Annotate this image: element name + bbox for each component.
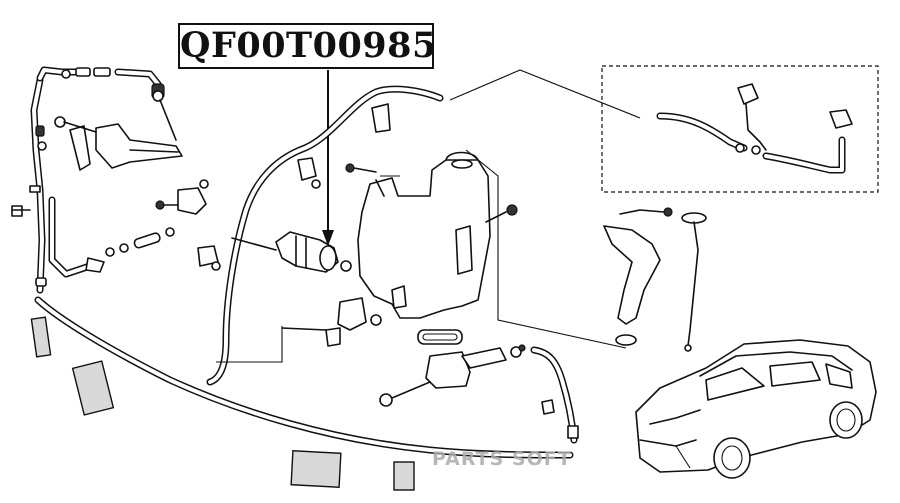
hose-left-vertical — [30, 66, 162, 294]
tank-bolts — [345, 163, 518, 223]
bracket-parts — [85, 103, 391, 273]
leader-lines — [216, 69, 641, 363]
washer-pump — [231, 231, 352, 273]
level-gauge — [681, 212, 707, 352]
secondary-pump — [379, 344, 526, 407]
left-clips — [11, 125, 47, 287]
right-clips — [541, 399, 579, 439]
watermark-text: PARTS SOFT — [432, 448, 572, 470]
hose-main-loop — [206, 85, 444, 386]
car-illustration — [635, 339, 877, 479]
hose-bumper — [34, 296, 574, 459]
filler-neck — [603, 207, 673, 346]
filler-gasket — [417, 329, 463, 345]
top-connectors — [61, 67, 165, 102]
washer-reservoir-tank — [357, 151, 491, 319]
headlamp-washer-nozzle-left — [54, 99, 183, 171]
level-sensor — [281, 297, 382, 347]
trim-pieces — [30, 316, 415, 491]
hose-right — [530, 346, 578, 444]
part-number-label: QF00T00985 — [178, 23, 436, 69]
windshield-nozzles-box — [601, 65, 879, 193]
pointer-arrow — [322, 70, 334, 246]
